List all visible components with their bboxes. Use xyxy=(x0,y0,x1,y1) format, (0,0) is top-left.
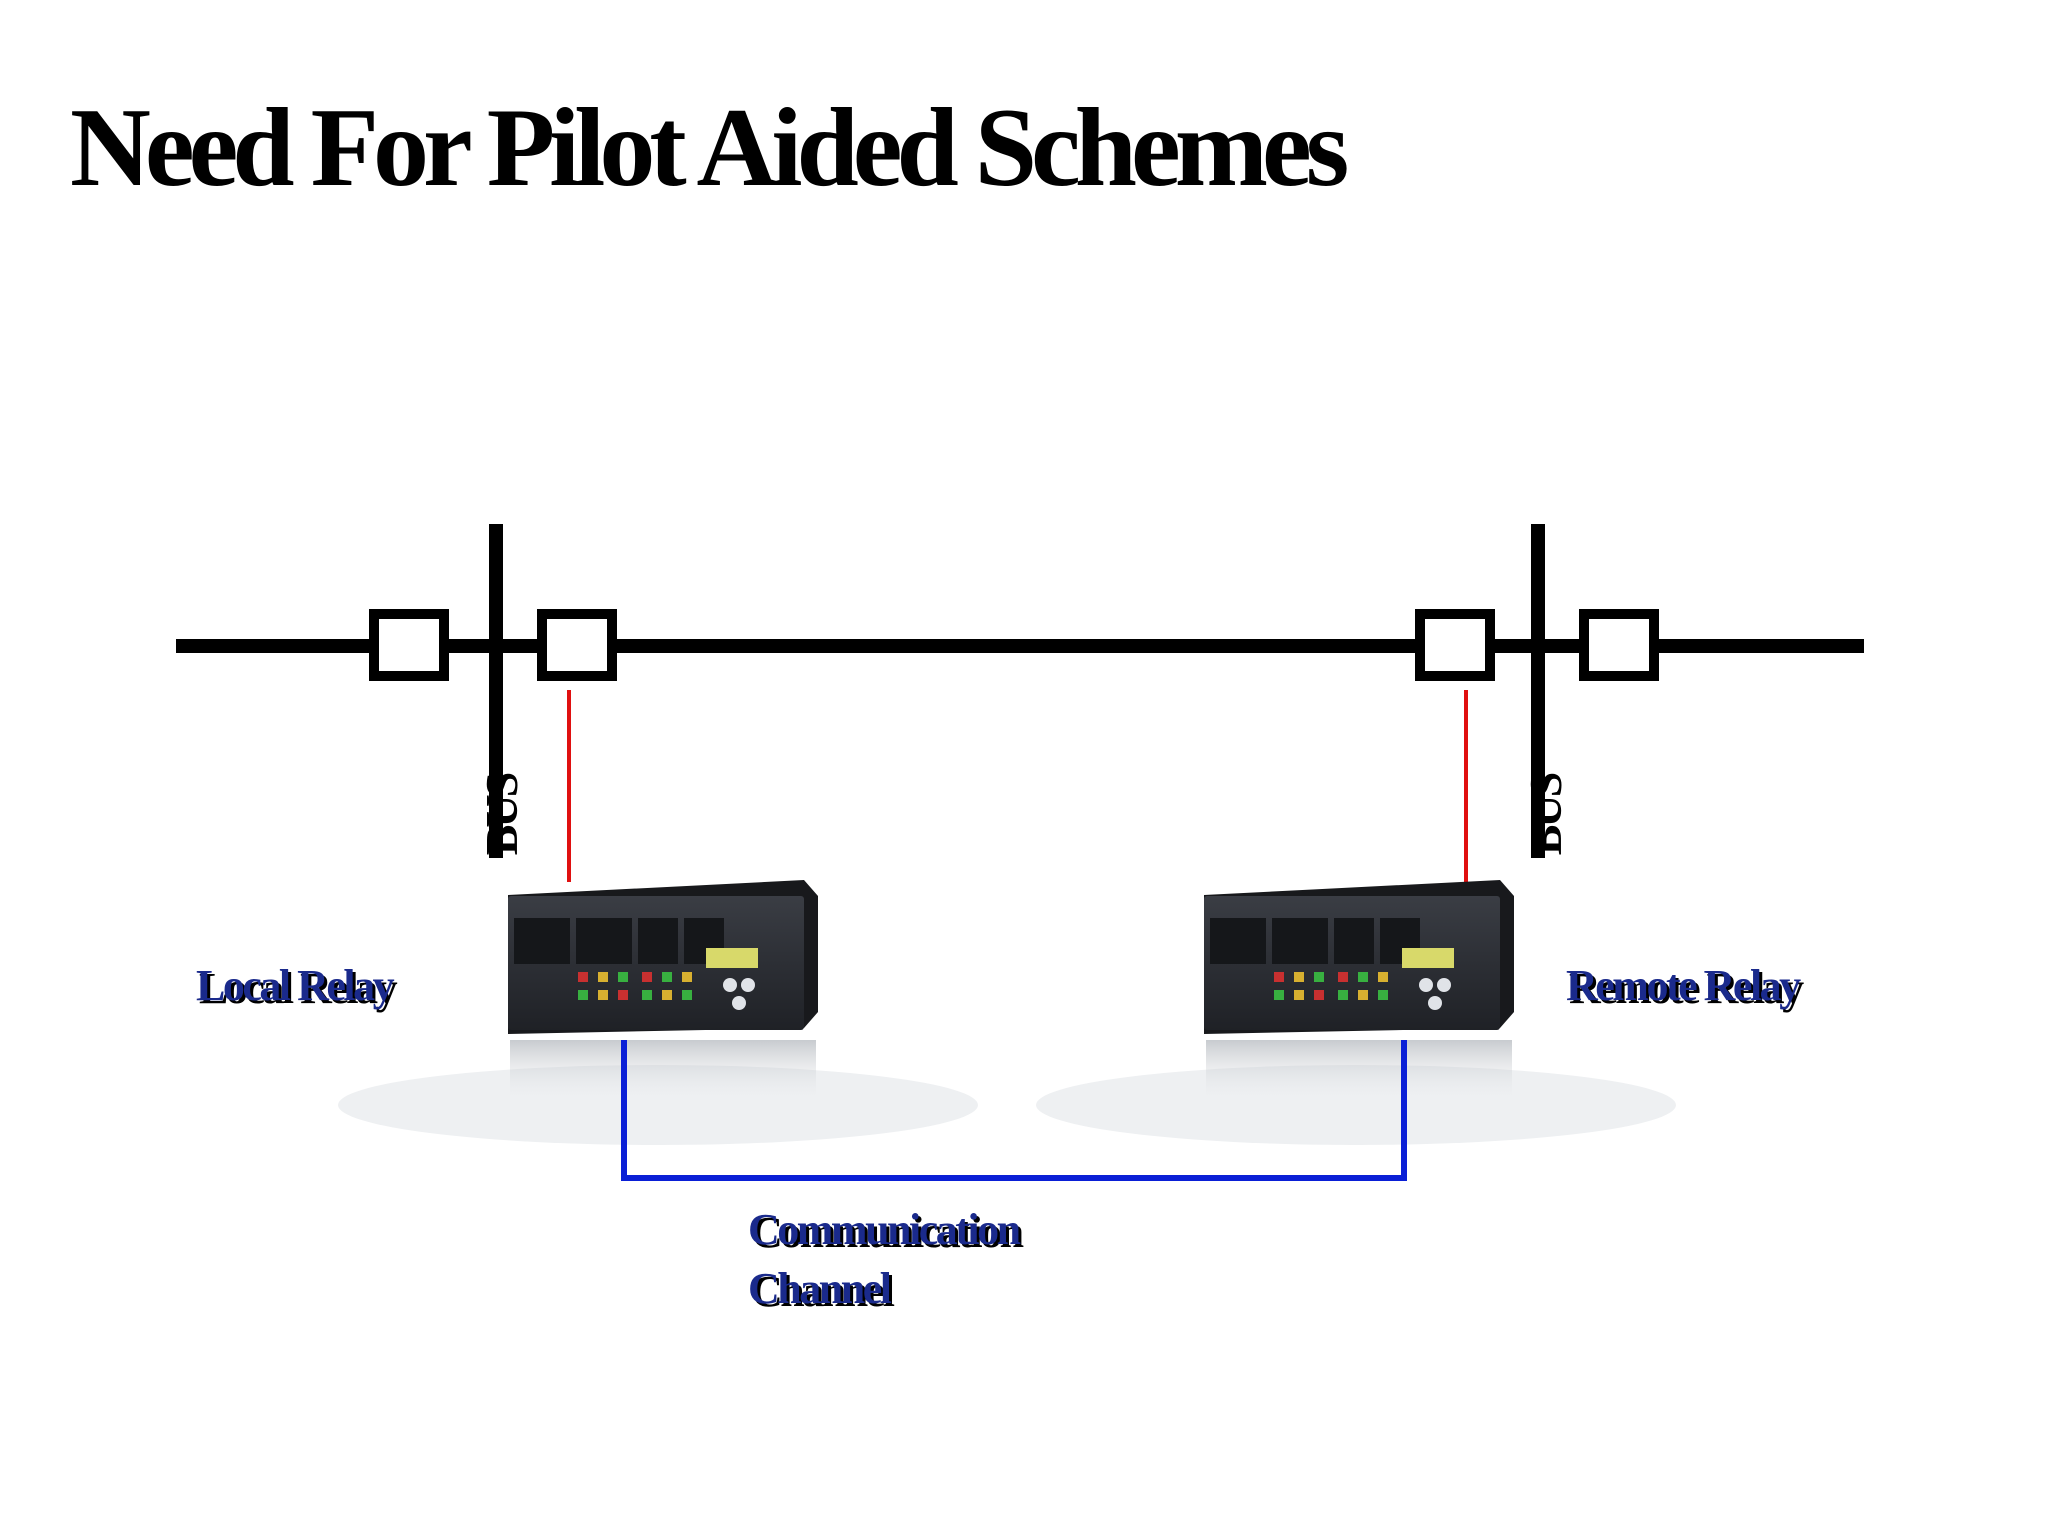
local-relay-label: Local Relay xyxy=(196,961,395,1010)
bus-label-left: BUS xyxy=(476,774,527,856)
breaker-box-icon xyxy=(1415,609,1495,681)
breaker-box-icon xyxy=(537,609,617,681)
channel-label-line2: Channel xyxy=(748,1264,892,1314)
page-title: Need For Pilot Aided Schemes xyxy=(70,86,1349,210)
bus-label-right: BUS xyxy=(1520,774,1571,856)
remote-relay-icon xyxy=(1036,880,1676,1145)
communication-channel-label: Communication Channel xyxy=(748,1200,1021,1319)
remote-relay-label: Remote Relay xyxy=(1566,961,1801,1010)
breaker-box-icon xyxy=(369,609,449,681)
communication-channel-line xyxy=(621,1040,1407,1181)
local-relay-icon xyxy=(338,880,978,1145)
channel-label-line1: Communication xyxy=(748,1205,1021,1254)
breaker-box-icon xyxy=(1579,609,1659,681)
